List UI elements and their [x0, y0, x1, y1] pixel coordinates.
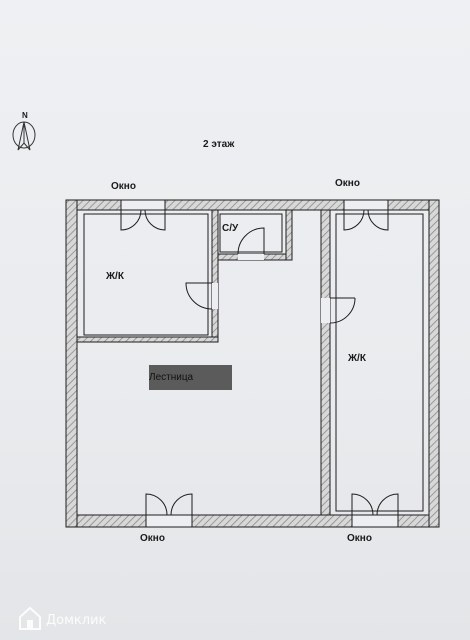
wall-interior-vertical	[320, 209, 331, 516]
walls	[65, 199, 440, 528]
swing-door-bathroom	[237, 227, 265, 255]
compass-letter: N	[22, 111, 28, 120]
room-label-living-right: Ж/К	[347, 353, 367, 364]
room-outlines	[83, 213, 424, 512]
swing-window-bottom-left-a	[145, 493, 168, 516]
watermark: Домклик	[19, 606, 107, 630]
compass-icon: N	[12, 111, 36, 151]
swing-window-bottom-left-b	[170, 493, 193, 516]
swing-window-bottom-right-b	[376, 493, 399, 516]
watermark-brand: Домклик	[46, 613, 107, 628]
swing-window-bottom-right-a	[351, 493, 374, 516]
wall-bathroom-left	[211, 209, 219, 339]
swing-window-top-right-b	[367, 209, 389, 231]
stairs-block	[149, 365, 232, 390]
wall-bathroom-right	[285, 209, 293, 261]
room-label-living-left: Ж/К	[105, 271, 125, 282]
room-outline-right	[335, 213, 424, 512]
swing-door-left-room	[185, 282, 213, 310]
swing-door-right-room	[329, 297, 356, 324]
window-top-left	[120, 199, 166, 211]
room-label-bathroom: С/У	[222, 223, 239, 234]
window-bottom-right	[351, 514, 399, 528]
window-label-bottom-right: Окно	[347, 533, 372, 544]
window-label-top-right: Окно	[335, 178, 360, 189]
window-label-bottom-left: Окно	[140, 533, 165, 544]
wall-room-left-bottom	[76, 336, 219, 343]
window-label-top-left: Окно	[111, 181, 136, 192]
wall-right	[428, 199, 440, 528]
swing-window-top-right-a	[343, 209, 365, 231]
door-swings	[120, 209, 399, 516]
stairs-label: Лестница	[149, 372, 194, 383]
wall-left	[65, 199, 78, 528]
window-top-right	[343, 199, 389, 211]
room-outline-left	[83, 213, 209, 336]
window-bottom-left	[145, 514, 193, 528]
door-openings	[212, 254, 330, 323]
floor-title: 2 этаж	[203, 139, 235, 150]
windows	[120, 199, 399, 528]
swing-window-top-left-b	[144, 209, 166, 231]
swing-window-top-left-a	[120, 209, 142, 231]
house-icon	[19, 606, 41, 630]
room-outline-bathroom	[219, 213, 283, 253]
